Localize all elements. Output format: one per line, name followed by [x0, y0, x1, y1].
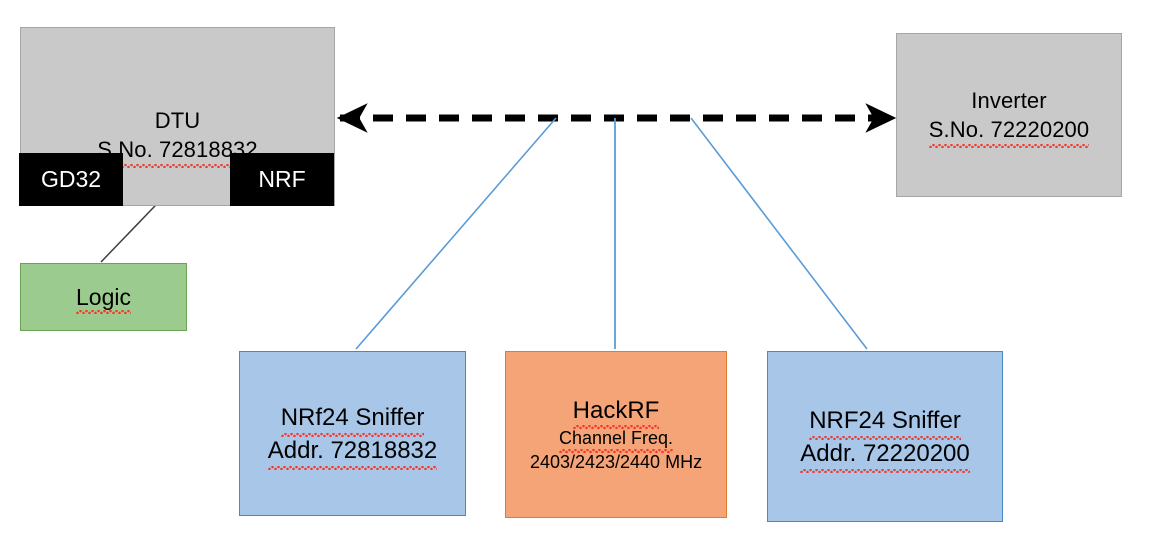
- inverter-serial-text: S.No. 72220200: [928, 115, 1090, 148]
- logic-label: Logic: [76, 283, 131, 314]
- dtu-name: DTU: [154, 108, 201, 133]
- sniffer-right-line2: Addr. 72220200: [800, 437, 970, 473]
- hackrf-line2-text: Channel Freq.: [558, 427, 674, 453]
- wire-sniffer-left-tap: [355, 117, 557, 350]
- logic-node[interactable]: Logic: [20, 263, 187, 331]
- hackrf-node[interactable]: HackRF Channel Freq. 2403/2423/2440 MHz: [505, 351, 727, 518]
- hackrf-line3: 2403/2423/2440 MHz: [529, 451, 703, 472]
- sniffer-right-node[interactable]: NRF24 Sniffer Addr. 72220200: [767, 351, 1003, 522]
- inverter-serial: S.No. 72220200: [928, 115, 1090, 148]
- sniffer-left-line1: NRf24 Sniffer: [280, 401, 424, 437]
- hackrf-title-text: HackRF: [572, 396, 660, 429]
- gd32-node[interactable]: GD32: [19, 153, 123, 206]
- sniffer-right-line2-text: Addr. 72220200: [800, 437, 970, 473]
- sniffer-left-line1-text: NRf24 Sniffer: [280, 401, 424, 437]
- inverter-name: Inverter: [971, 87, 1047, 113]
- hackrf-line2: Channel Freq.: [558, 426, 674, 453]
- dtu-label-group: DTU S.No. 72818832: [21, 106, 334, 168]
- sniffer-left-node[interactable]: NRf24 Sniffer Addr. 72818832: [239, 351, 466, 516]
- gd32-label: GD32: [40, 166, 102, 192]
- inverter-node[interactable]: Inverter S.No. 72220200: [896, 33, 1122, 197]
- sniffer-right-line1: NRF24 Sniffer: [809, 404, 961, 440]
- wire-sniffer-right-tap: [690, 117, 868, 350]
- sniffer-left-line2-text: Addr. 72818832: [267, 434, 437, 470]
- sniffer-right-line1-text: NRF24 Sniffer: [809, 404, 961, 440]
- hackrf-title: HackRF: [572, 396, 660, 429]
- nrf-label: NRF: [258, 166, 306, 192]
- sniffer-left-line2: Addr. 72818832: [267, 434, 437, 470]
- nrf-node[interactable]: NRF: [230, 153, 334, 206]
